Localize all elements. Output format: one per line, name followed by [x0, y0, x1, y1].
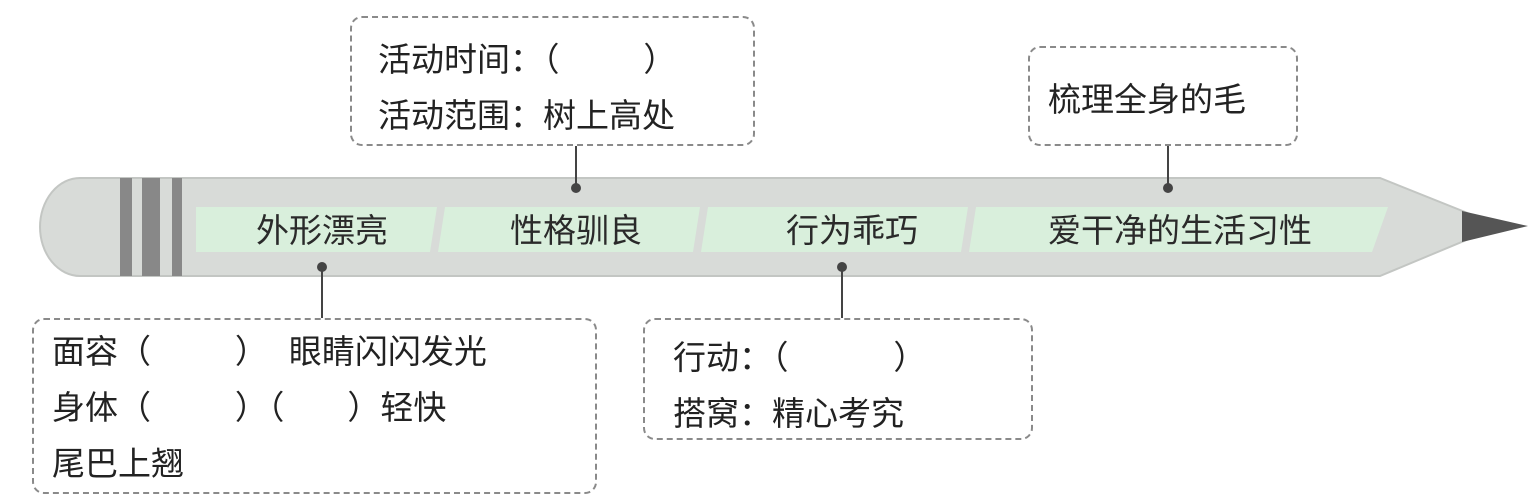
- connector-dot: [571, 183, 581, 193]
- segment-band-4: [969, 207, 1388, 252]
- pencil-stripe: [142, 178, 160, 276]
- segment-band-1: [196, 207, 437, 252]
- note-appearance: 面容（ ） 眼睛闪闪发光 身体（ ）（ ）轻快 尾巴上翘: [32, 318, 597, 494]
- segment-label-4: 爱干净的生活习性: [1048, 211, 1312, 250]
- note-habits: 梳理全身的毛: [1028, 46, 1298, 146]
- connector-dot: [1163, 183, 1173, 193]
- note-line: 活动范围：树上高处: [378, 96, 675, 135]
- note-line: 活动时间：（ ）: [378, 40, 677, 79]
- segment-band-3: [701, 207, 968, 252]
- pencil-stripe: [120, 178, 132, 276]
- note-temperament: 活动时间：（ ） 活动范围：树上高处: [350, 16, 755, 146]
- note-line: 行动：（ ）: [673, 338, 927, 377]
- pencil-tip: [1462, 211, 1528, 242]
- connector-dot: [317, 262, 327, 272]
- connector-dot: [837, 262, 847, 272]
- segment-label-3: 行为乖巧: [786, 211, 918, 250]
- note-line: 尾巴上翘: [52, 444, 184, 483]
- segment-band-2: [438, 207, 700, 252]
- note-line: 搭窝：精心考究: [673, 394, 904, 433]
- segment-label-1: 外形漂亮: [256, 211, 388, 250]
- segment-label-2: 性格驯良: [510, 211, 642, 250]
- pencil-stripe: [172, 178, 182, 276]
- note-behavior: 行动：（ ） 搭窝：精心考究: [643, 318, 1033, 440]
- note-line: 身体（ ）（ ）轻快: [52, 388, 447, 427]
- note-line: 梳理全身的毛: [1048, 80, 1246, 119]
- note-line: 面容（ ） 眼睛闪闪发光: [52, 332, 487, 371]
